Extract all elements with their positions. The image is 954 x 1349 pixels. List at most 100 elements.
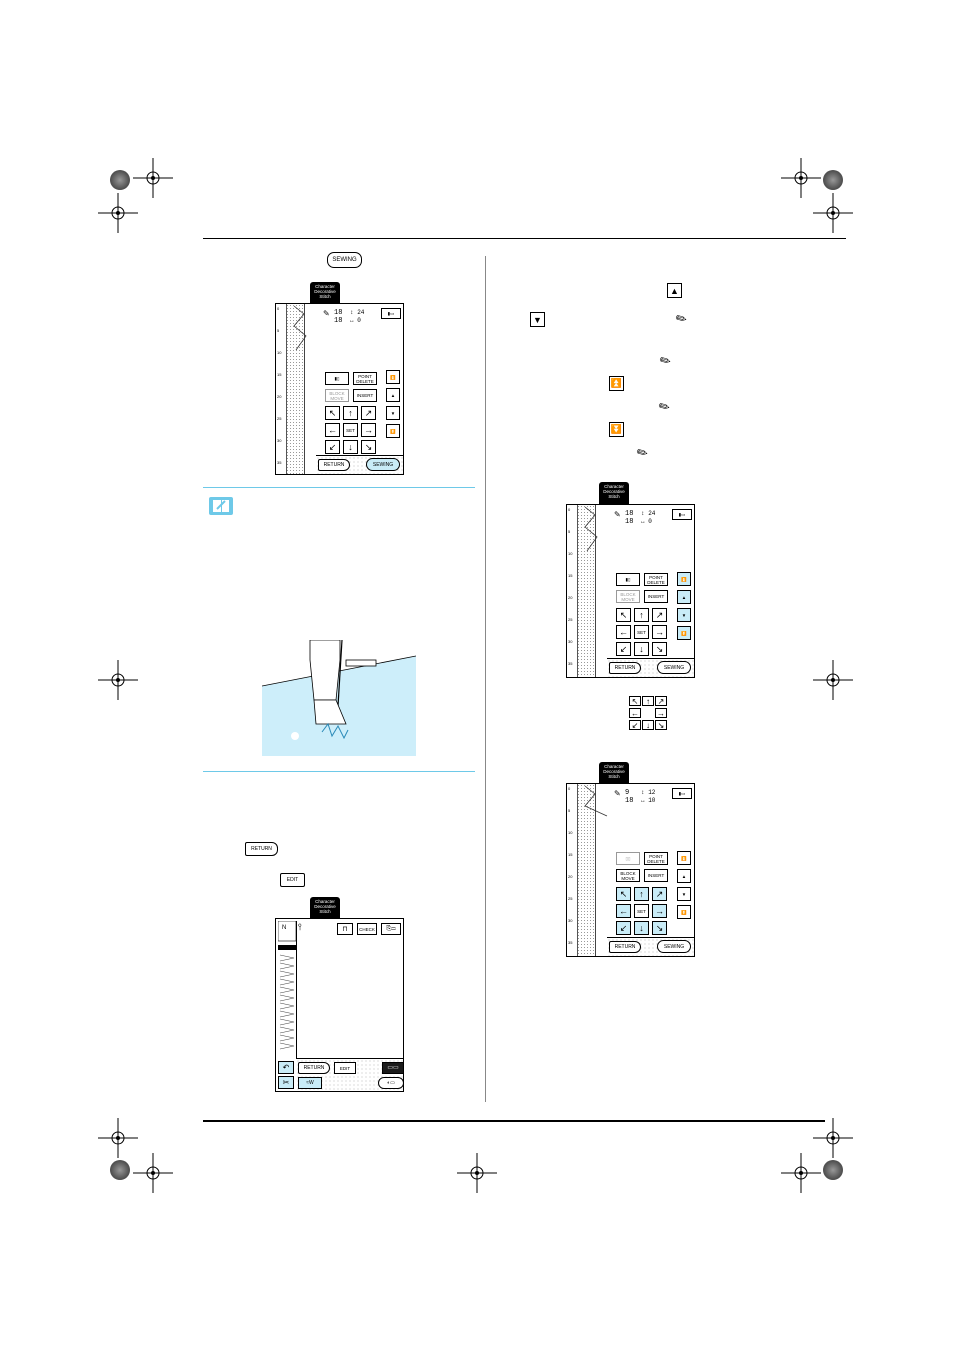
insert-button[interactable]: INSERT — [644, 869, 668, 882]
set-button[interactable]: SET — [343, 423, 358, 437]
footer-rule — [203, 1120, 825, 1122]
move-up-right-button[interactable]: ↗ — [652, 887, 667, 901]
single-point-button[interactable]: ▯▯ — [616, 852, 640, 865]
memory-save-button[interactable]: ◐▭ — [378, 1077, 404, 1089]
undo-button[interactable]: ↶ — [278, 1061, 294, 1074]
sewing-button[interactable]: SEWING — [657, 661, 691, 674]
move-left-button[interactable]: ← — [616, 904, 631, 918]
move-left-button[interactable]: ← — [325, 423, 340, 437]
move-right-button[interactable]: → — [655, 708, 667, 718]
edit-button[interactable]: EDIT — [334, 1062, 356, 1074]
move-up-button[interactable]: ↑ — [634, 887, 649, 901]
move-up-button[interactable]: ↑ — [634, 608, 649, 622]
move-up-right-button[interactable]: ↗ — [652, 608, 667, 622]
view-toggle-button[interactable]: ▮▭ — [672, 788, 692, 799]
bottom-point-button[interactable]: ⏬ — [677, 905, 691, 919]
registration-crosshair-icon — [781, 1153, 821, 1193]
move-right-button[interactable]: → — [652, 904, 667, 918]
screen-tab-label: Character Decorative Stitch — [599, 482, 629, 504]
move-left-button[interactable]: ← — [616, 625, 631, 639]
move-down-left-button[interactable]: ↙ — [616, 642, 631, 656]
stitch-area[interactable] — [577, 784, 596, 956]
move-down-right-button[interactable]: ↘ — [361, 440, 376, 454]
return-button[interactable]: RETURN — [609, 941, 641, 953]
stitch-area[interactable] — [286, 304, 305, 474]
return-button[interactable]: RETURN — [298, 1062, 330, 1074]
down-point-button[interactable]: ▼ — [386, 406, 400, 420]
move-up-left-button[interactable]: ↖ — [616, 608, 631, 622]
block-move-button[interactable]: BLOCK MOVE — [616, 869, 640, 882]
move-up-left-button[interactable]: ↖ — [325, 406, 340, 420]
move-right-button[interactable]: → — [361, 423, 376, 437]
point-delete-button[interactable]: POINT DELETE — [644, 852, 668, 865]
move-down-button[interactable]: ↓ — [343, 440, 358, 454]
bottom-point-button[interactable]: ⏬ — [677, 626, 691, 640]
top-point-button[interactable]: ⏫ — [677, 851, 691, 865]
move-up-right-button[interactable]: ↗ — [655, 696, 667, 706]
up-point-button[interactable]: ▲ — [677, 590, 691, 604]
size-readout: ↕ 24 ↔ 0 — [641, 510, 656, 525]
insert-button[interactable]: INSERT — [353, 389, 377, 402]
registration-crosshair-icon — [98, 660, 138, 700]
bottom-point-button[interactable]: ⏬ — [386, 424, 400, 438]
set-button[interactable]: SET — [634, 625, 649, 639]
move-up-left-button[interactable]: ↖ — [616, 887, 631, 901]
sewing-button[interactable]: SEWING — [657, 940, 691, 953]
sewing-button[interactable]: SEWING — [366, 458, 400, 471]
stitch-count-readout: 18 18 — [334, 309, 343, 325]
move-up-button[interactable]: ↑ — [642, 696, 654, 706]
move-down-left-button[interactable]: ↙ — [616, 921, 631, 935]
top-point-button[interactable]: ⏫ — [386, 370, 400, 384]
screen-bottom-bar: RETURN SEWING — [316, 455, 403, 474]
move-down-button[interactable]: ↓ — [634, 921, 649, 935]
block-move-button[interactable]: BLOCK MOVE — [325, 389, 349, 402]
single-point-button[interactable]: ▮▯ — [616, 573, 640, 586]
move-up-button[interactable]: ↑ — [343, 406, 358, 420]
stitch-column[interactable]: N — [278, 921, 297, 1059]
move-left-button[interactable]: ← — [629, 708, 641, 718]
move-down-right-button[interactable]: ↘ — [652, 921, 667, 935]
point-delete-button[interactable]: POINT DELETE — [353, 372, 377, 385]
view-toggle-button[interactable]: ▮▭ — [672, 509, 692, 520]
top-point-button[interactable]: ⏫ — [677, 572, 691, 586]
pencil-icon: ✎ — [672, 309, 690, 328]
mirror-button[interactable]: ▭▭ — [382, 1062, 404, 1074]
stitch-area[interactable] — [577, 505, 596, 677]
move-up-left-button[interactable]: ↖ — [629, 696, 641, 706]
insert-button[interactable]: INSERT — [644, 590, 668, 603]
move-down-left-button[interactable]: ↙ — [629, 720, 641, 730]
top-arrow-key-inline[interactable]: ⏫ — [609, 376, 624, 391]
move-down-button[interactable]: ↓ — [634, 642, 649, 656]
up-point-button[interactable]: ▲ — [386, 388, 400, 402]
block-move-button[interactable]: BLOCK MOVE — [616, 590, 640, 603]
down-arrow-key-inline[interactable]: ▼ — [530, 312, 545, 327]
registration-crosshair-icon — [813, 1118, 853, 1158]
delete-button[interactable]: ✂ — [278, 1076, 294, 1089]
down-point-button[interactable]: ▼ — [677, 887, 691, 901]
point-delete-button[interactable]: POINT DELETE — [644, 573, 668, 586]
down-point-button[interactable]: ▼ — [677, 608, 691, 622]
sewing-key-inline[interactable]: SEWING — [327, 252, 362, 268]
up-point-button[interactable]: ▲ — [677, 869, 691, 883]
lock-button[interactable]: ⊓ — [337, 923, 353, 935]
spacing-button[interactable]: ≈W — [298, 1077, 322, 1089]
header-rule — [203, 238, 846, 239]
move-down-button[interactable]: ↓ — [642, 720, 654, 730]
return-key-inline[interactable]: RETURN — [245, 842, 278, 856]
stitch-path — [584, 785, 608, 817]
edit-key-inline[interactable]: EDIT — [280, 873, 305, 887]
move-down-right-button[interactable]: ↘ — [655, 720, 667, 730]
bottom-arrow-key-inline[interactable]: ⏬ — [609, 422, 624, 437]
move-down-left-button[interactable]: ↙ — [325, 440, 340, 454]
return-button[interactable]: RETURN — [318, 459, 350, 471]
set-button[interactable]: SET — [634, 904, 649, 918]
move-up-right-button[interactable]: ↗ — [361, 406, 376, 420]
memory-button[interactable]: ⎘▭ — [381, 923, 401, 935]
return-button[interactable]: RETURN — [609, 662, 641, 674]
move-right-button[interactable]: → — [652, 625, 667, 639]
single-point-button[interactable]: ▮▯ — [325, 372, 349, 385]
up-arrow-key-inline[interactable]: ▲ — [667, 283, 682, 298]
view-toggle-button[interactable]: ▮▭ — [381, 308, 401, 319]
move-down-right-button[interactable]: ↘ — [652, 642, 667, 656]
check-button[interactable]: CHECK — [357, 923, 377, 935]
